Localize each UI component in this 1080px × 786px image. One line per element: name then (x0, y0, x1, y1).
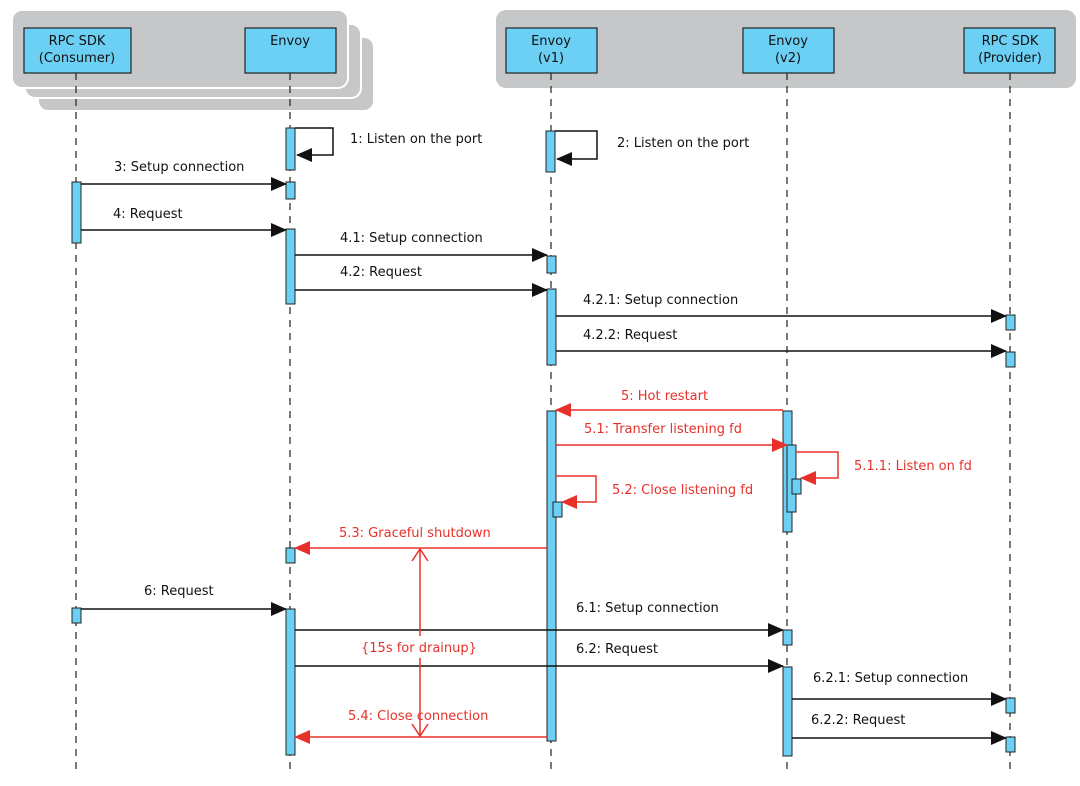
message-label: 6.1: Setup connection (576, 601, 719, 616)
activation-envoy (285, 181, 296, 200)
duration-constraint (411, 547, 429, 738)
message-arrow-2 (555, 130, 598, 166)
svg-text:(Provider): (Provider) (978, 51, 1042, 66)
activation-envoy-v1 (545, 130, 556, 173)
duration-label: {15s for drainup} (361, 641, 477, 656)
message-label: 1: Listen on the port (350, 132, 482, 147)
participant-provider: RPC SDK (Provider) (963, 27, 1056, 74)
activation-provider (1005, 736, 1016, 753)
message-arrow-1 (295, 127, 334, 162)
message-label: 4.2: Request (340, 265, 422, 280)
message-label: 6.2.2: Request (811, 713, 905, 728)
message-arrow-5-2 (556, 475, 597, 509)
message-label: 2: Listen on the port (617, 136, 749, 151)
message-label: 5: Hot restart (621, 389, 708, 404)
message-label: 5.3: Graceful shutdown (339, 526, 491, 541)
message-label: 5.1: Transfer listening fd (584, 422, 742, 437)
message-label: 4.2.1: Setup connection (583, 293, 738, 308)
activation-provider (1005, 697, 1016, 714)
svg-text:RPC SDK: RPC SDK (982, 34, 1039, 49)
svg-text:Envoy: Envoy (531, 34, 571, 49)
activation-envoy-v1 (552, 501, 563, 518)
message-label: 5.2: Close listening fd (612, 483, 753, 498)
svg-text:Envoy: Envoy (768, 34, 808, 49)
message-label: 3: Setup connection (114, 160, 244, 175)
message-label: 6: Request (144, 584, 214, 599)
message-label: 5.1.1: Listen on fd (854, 459, 972, 474)
activation-envoy-v1 (546, 255, 557, 274)
activation-envoy (285, 608, 296, 756)
svg-text:RPC SDK: RPC SDK (49, 34, 106, 49)
message-label: 5.4: Close connection (348, 709, 488, 724)
message-label: 6.2.1: Setup connection (813, 671, 968, 686)
activation-envoy (285, 547, 296, 564)
activation-envoy-v2 (782, 629, 793, 646)
activation-envoy-v2 (782, 666, 793, 757)
participant-consumer: RPC SDK (Consumer) (23, 27, 132, 74)
message-label: 4: Request (113, 207, 183, 222)
svg-text:Envoy: Envoy (270, 34, 310, 49)
participant-envoy-v1: Envoy (v1) (505, 27, 598, 74)
message-label: 6.2: Request (576, 642, 658, 657)
activation-provider (1005, 351, 1016, 368)
message-label: 4.1: Setup connection (340, 231, 483, 246)
activation-envoy-v1 (546, 410, 557, 742)
activation-envoy (285, 127, 296, 171)
participant-envoy-v2: Envoy (v2) (742, 27, 835, 74)
svg-text:(v1): (v1) (538, 51, 564, 66)
activation-consumer (71, 181, 82, 244)
activation-envoy-v1 (546, 288, 557, 366)
svg-text:(Consumer): (Consumer) (39, 51, 115, 66)
activation-envoy (285, 228, 296, 305)
activation-envoy-v2 (791, 478, 802, 495)
message-label: 4.2.2: Request (583, 328, 677, 343)
svg-text:(v2): (v2) (775, 51, 801, 66)
activation-consumer (71, 607, 82, 624)
message-arrow-5-1-1 (796, 451, 839, 485)
participant-envoy: Envoy (244, 27, 337, 74)
activation-provider (1005, 314, 1016, 331)
